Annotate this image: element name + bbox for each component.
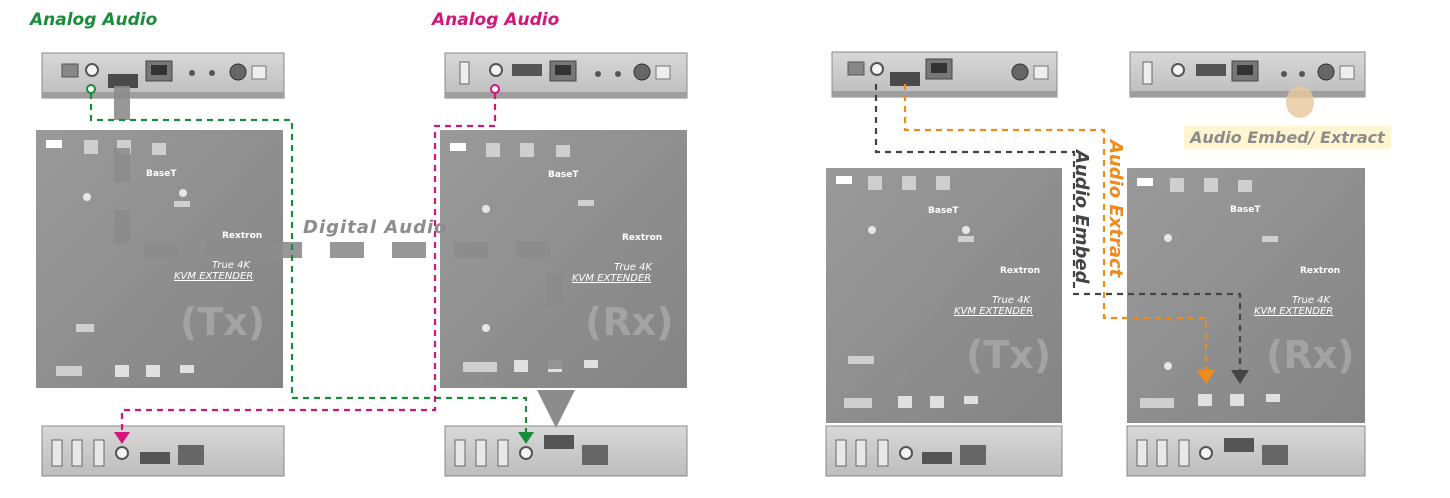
audio-embed-path [874,84,1249,384]
svg-text:True 4K: True 4K [992,295,1031,306]
analog-audio-magenta-path [114,84,500,444]
digital-audio-label: Digital Audio [303,217,448,238]
svg-text:True 4K: True 4K [614,262,653,273]
svg-text:KVM EXTENDER: KVM EXTENDER [572,273,651,284]
tx2-top-panel [831,51,1058,98]
rx2-brand-text: Rextron [1300,266,1340,276]
embed-arrowhead [1231,370,1249,384]
rx2-device-body: BaseT Rextron True 4K KVM EXTENDER (Rx) [1127,168,1365,423]
rx-device-body: BaseT Rextron True 4K KVM EXTENDER (Rx) [440,130,687,388]
tx-bottom-panel [41,425,285,477]
rx-top-panel [444,52,688,99]
analog-audio-rx-label: Analog Audio [432,10,560,30]
audio-extract-path [903,84,1215,384]
svg-text:True 4K: True 4K [212,260,251,271]
rx-bottom-panel [444,425,688,477]
audio-extract-label: Audio Extract [1105,140,1126,278]
tx-brand-text: Rextron [222,231,262,241]
svg-text:BaseT: BaseT [1230,205,1261,215]
svg-text:BaseT: BaseT [146,169,177,179]
svg-text:KVM EXTENDER: KVM EXTENDER [1254,306,1333,317]
digital-audio-arrowhead [537,390,575,428]
pointer-hand-icon [1286,86,1314,118]
tx2-brand-text: Rextron [1000,266,1040,276]
analog-audio-tx-label: Analog Audio [30,10,158,30]
tx2-bottom-panel [825,425,1063,477]
svg-text:KVM EXTENDER: KVM EXTENDER [954,306,1033,317]
rx-watermark: (Rx) [585,300,674,344]
green-arrowhead [518,432,534,444]
svg-text:KVM EXTENDER: KVM EXTENDER [174,271,253,282]
magenta-arrowhead [114,432,130,444]
tx2-device-body: BaseT Rextron True 4K KVM EXTENDER (Tx) [826,168,1062,423]
digital-audio-path [114,86,575,428]
analog-audio-green-path [86,84,534,444]
rx2-top-panel [1129,51,1366,118]
rx2-watermark: (Rx) [1266,333,1355,377]
tx2-watermark: (Tx) [966,333,1051,377]
rx2-bottom-panel [1126,425,1366,477]
rx-brand-text: Rextron [622,233,662,243]
tx-watermark: (Tx) [180,300,265,344]
tx-top-panel [41,52,285,99]
svg-text:BaseT: BaseT [548,170,579,180]
tx-device-body: BaseT Rextron True 4K KVM EXTENDER (Tx) [36,130,283,388]
audio-embed-label: Audio Embed [1071,150,1092,284]
audio-embed-extract-label: Audio Embed/ Extract [1184,126,1391,149]
svg-text:True 4K: True 4K [1292,295,1331,306]
svg-text:BaseT: BaseT [928,206,959,216]
extract-arrowhead [1197,370,1215,384]
